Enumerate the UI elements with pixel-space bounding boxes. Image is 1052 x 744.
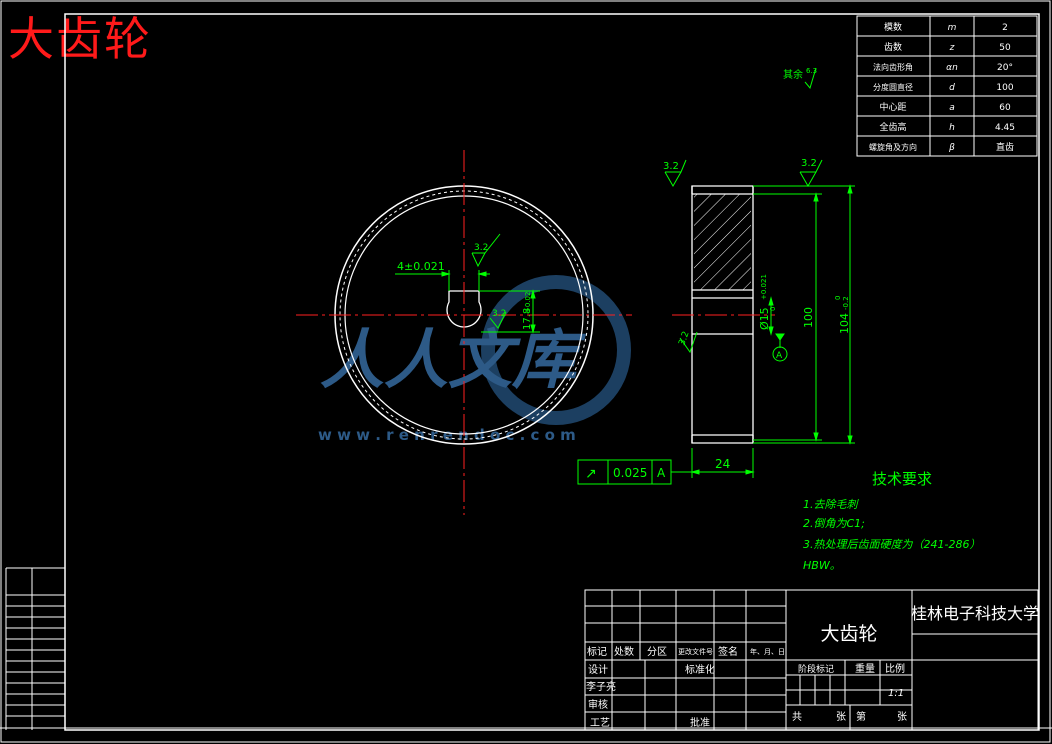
param-name: 全齿高 bbox=[879, 121, 906, 133]
sheets-unit-label: 张 bbox=[836, 711, 846, 723]
keyway-depth-tol: +0.02 bbox=[524, 292, 532, 313]
param-name: 分度圆直径 bbox=[873, 82, 913, 92]
tip-tol-upper: 0 bbox=[834, 296, 842, 300]
param-symbol: z bbox=[949, 43, 955, 53]
param-value: 2 bbox=[1002, 23, 1008, 33]
scale-value: 1:1 bbox=[888, 688, 904, 699]
tech-requirement-item: 2.倒角为C1; bbox=[803, 517, 865, 530]
header-label: 分区 bbox=[647, 646, 667, 658]
standard-label: 标准化 bbox=[685, 663, 715, 676]
side-roughness-3: 3.2 bbox=[677, 330, 691, 347]
keyway-depth-dim: 17.8 bbox=[522, 308, 533, 330]
parameter-table bbox=[856, 15, 1038, 157]
rest-roughness-label: 其余 bbox=[783, 68, 803, 81]
header-label: 处数 bbox=[614, 645, 634, 658]
header-label: 更改文件号 bbox=[678, 647, 713, 656]
designer-name: 李子亮 bbox=[586, 680, 616, 693]
pitch-diameter-dim: 100 bbox=[802, 307, 815, 328]
param-name: 齿数 bbox=[884, 41, 902, 53]
side-roughness-2: 3.2 bbox=[801, 158, 817, 169]
scale-label: 比例 bbox=[885, 662, 905, 675]
sheets-total-label: 共 bbox=[792, 711, 802, 723]
title-block bbox=[584, 589, 1039, 731]
drawing-title: 大齿轮 bbox=[8, 12, 152, 66]
watermark: 人人文库 w w w . r e n r e n d o c . c o m bbox=[318, 275, 631, 444]
param-symbol: a bbox=[949, 103, 955, 113]
part-name: 大齿轮 bbox=[820, 623, 877, 645]
title-block-text: 大齿轮 桂林电子科技大学 标记 处数 分区 更改文件号 签名 年、月、日 设计 … bbox=[586, 604, 1039, 729]
param-name: 法向齿形角 bbox=[873, 62, 913, 72]
approve-label: 批准 bbox=[690, 716, 710, 729]
front-view-dimensions bbox=[395, 233, 540, 334]
side-view-dimensions bbox=[664, 67, 855, 478]
runout-value: 0.025 bbox=[613, 466, 647, 480]
side-view bbox=[672, 185, 775, 444]
param-value: 60 bbox=[999, 103, 1011, 113]
param-value: 直齿 bbox=[996, 141, 1014, 153]
param-value: 50 bbox=[999, 43, 1011, 53]
header-label: 签名 bbox=[718, 645, 738, 658]
bore-diameter-dim: Ø15 bbox=[758, 307, 771, 330]
param-value: 20° bbox=[997, 63, 1013, 73]
front-roughness-2: 3.2 bbox=[492, 309, 506, 319]
param-name: 中心距 bbox=[879, 101, 906, 113]
bore-tol-upper: +0.021 bbox=[760, 274, 768, 300]
weight-label: 重量 bbox=[855, 662, 875, 675]
front-roughness-1: 3.2 bbox=[474, 243, 488, 253]
designer-label: 设计 bbox=[588, 663, 608, 676]
param-symbol: h bbox=[949, 123, 955, 133]
tech-requirements-title: 技术要求 bbox=[872, 470, 932, 488]
watermark-text: 人人文库 bbox=[320, 324, 587, 398]
parameter-table-text: 模数 m 2 齿数 z 50 法向齿形角 αn 20° 分度圆直径 d 100 … bbox=[869, 21, 1015, 153]
param-value: 100 bbox=[996, 83, 1013, 93]
runout-tolerance-frame bbox=[577, 459, 692, 485]
header-label: 年、月、日 bbox=[750, 647, 785, 656]
runout-datum: A bbox=[657, 466, 666, 480]
tech-requirements: 技术要求 1.去除毛刺 2.倒角为C1; 3.热处理后齿面硬度为（241-286… bbox=[803, 470, 980, 572]
param-symbol: m bbox=[948, 23, 957, 33]
rest-roughness-value: 6.3 bbox=[806, 67, 817, 75]
face-width-dim: 24 bbox=[715, 457, 730, 471]
process-label: 工艺 bbox=[590, 717, 610, 729]
param-name: 模数 bbox=[884, 21, 902, 33]
tip-tol-lower: -0.2 bbox=[842, 296, 850, 310]
side-roughness-1: 3.2 bbox=[663, 161, 679, 172]
front-view bbox=[296, 150, 632, 515]
review-label: 审核 bbox=[588, 698, 608, 711]
param-symbol: d bbox=[949, 83, 955, 93]
stage-label: 阶段标记 bbox=[798, 663, 834, 675]
sheet-no-unit-label: 张 bbox=[897, 711, 907, 723]
bore-tol-lower: 0 bbox=[769, 307, 777, 311]
watermark-url: w w w . r e n r e n d o c . c o m bbox=[318, 426, 576, 444]
tech-requirement-item: 3.热处理后齿面硬度为（241-286） bbox=[803, 538, 980, 551]
param-value: 4.45 bbox=[995, 123, 1015, 133]
param-name: 螺旋角及方向 bbox=[869, 142, 917, 152]
sheet-no-label: 第 bbox=[856, 710, 866, 723]
param-symbol: αn bbox=[946, 63, 958, 73]
tech-requirement-item: 1.去除毛刺 bbox=[803, 498, 859, 511]
header-label: 标记 bbox=[587, 646, 607, 658]
keyway-width-dim: 4±0.021 bbox=[397, 260, 445, 273]
binding-strip bbox=[5, 567, 65, 730]
param-symbol: β bbox=[948, 143, 955, 153]
datum-label: A bbox=[776, 351, 783, 361]
runout-symbol: ↗ bbox=[585, 466, 597, 482]
tip-diameter-dim: 104 bbox=[838, 313, 851, 334]
school-name: 桂林电子科技大学 bbox=[911, 604, 1039, 623]
tech-requirement-item: HBW。 bbox=[803, 559, 841, 572]
